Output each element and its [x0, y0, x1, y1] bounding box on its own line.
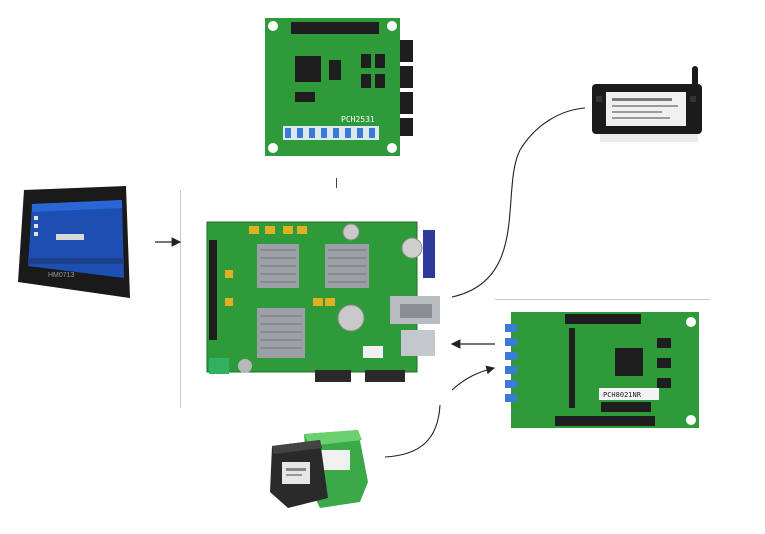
- pci-card-top[interactable]: PCH2531: [265, 18, 413, 156]
- daq-card-right[interactable]: PCH8021NR: [505, 308, 703, 430]
- signal-modules[interactable]: [268, 428, 370, 512]
- hmi-model-label: HM0713: [48, 272, 75, 279]
- edge-board-to-wireless: [451, 107, 586, 298]
- wireless-module[interactable]: [588, 62, 710, 154]
- divider-horizontal: [495, 299, 710, 300]
- hmi-panel[interactable]: HM0713: [18, 186, 133, 300]
- pci-card-top-label: PCH2531: [341, 115, 375, 124]
- daq-card-label: PCH8021NR: [603, 391, 642, 399]
- edge-modules-to-daq: [451, 365, 496, 391]
- edge-modules-curve: [384, 404, 441, 458]
- tick-mark: [336, 178, 337, 188]
- main-board[interactable]: [205, 220, 445, 385]
- divider-vertical: [180, 190, 181, 408]
